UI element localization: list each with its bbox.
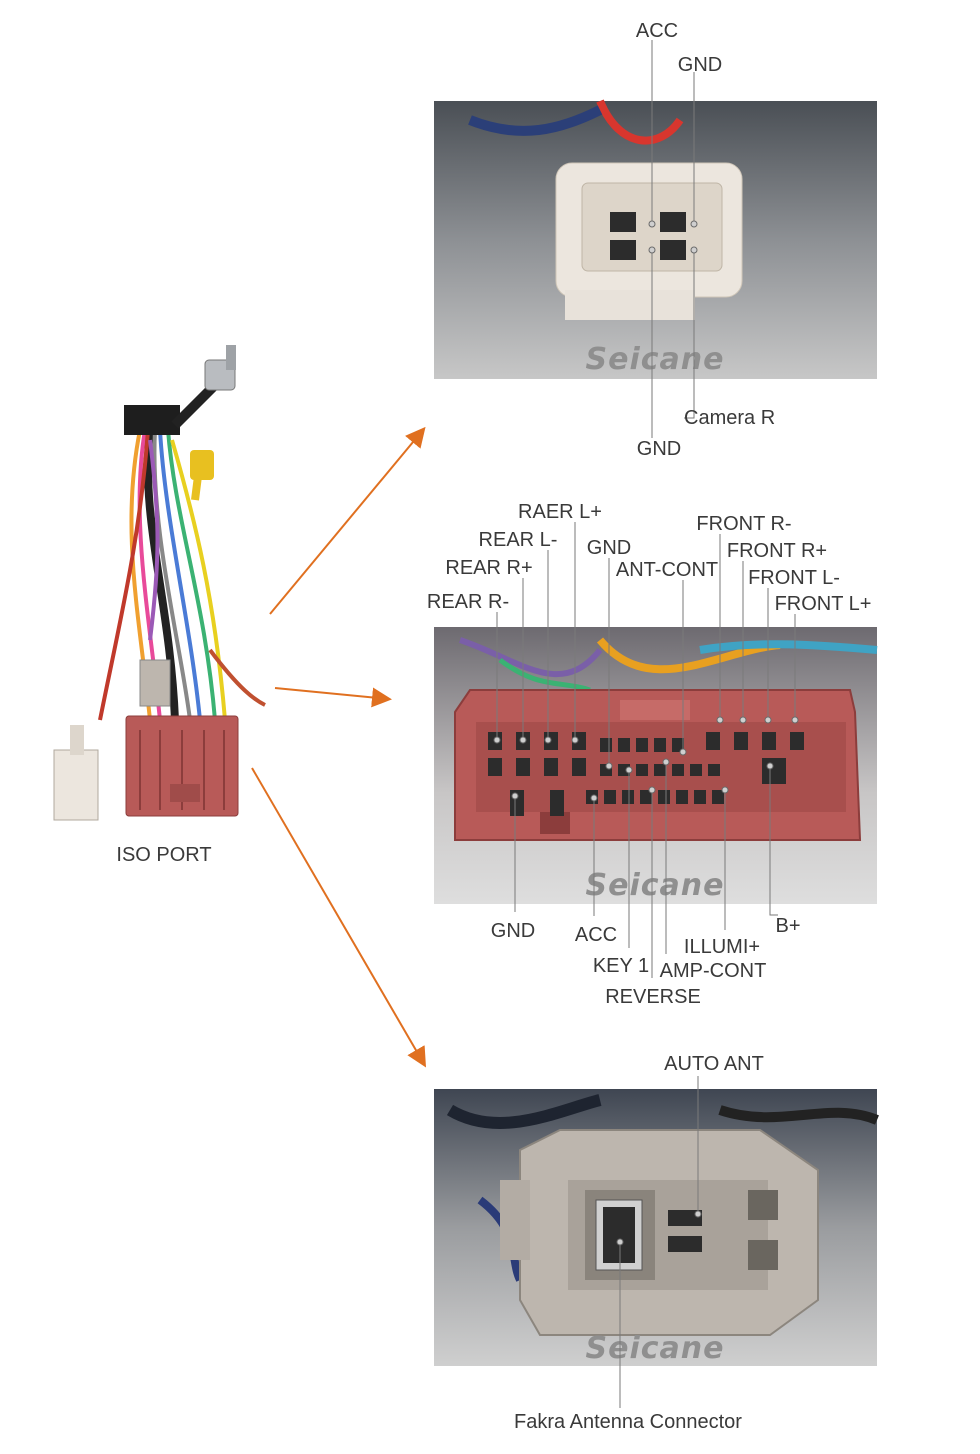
label-gnd-top: GND [678,54,722,76]
watermark-middle: Seicane [586,868,725,903]
label-amp-cont: AMP-CONT [660,960,767,982]
antenna-connector-leaders [616,1076,702,1408]
iso-connector-bottom-leaders [511,758,778,978]
label-front-r-plus: FRONT R+ [727,540,827,562]
iso-connector-top-leaders [493,522,799,770]
label-ant-cont: ANT-CONT [616,559,718,581]
label-acc-top: ACC [636,20,678,42]
label-gnd-mid: GND [587,537,631,559]
label-gnd-iso: GND [491,920,535,942]
label-fakra-antenna-connector: Fakra Antenna Connector [514,1411,742,1433]
camera-connector-leaders [648,40,698,438]
label-front-r-minus: FRONT R- [696,513,791,535]
wire-harness-illustration [53,345,266,821]
label-acc-iso: ACC [575,924,617,946]
iso-connector-photo: Seicane [434,627,878,904]
watermark-bottom: Seicane [586,1331,725,1366]
label-b-plus: B+ [775,915,800,937]
label-rear-r-minus: REAR R- [427,591,509,613]
label-camera-r: Camera R [684,407,775,429]
arrow-to-middle-connector [274,687,392,708]
label-gnd-bottom: GND [637,438,681,460]
label-illumi-plus: ILLUMI+ [684,936,760,958]
label-key-1: KEY 1 [593,955,649,977]
label-raer-l-plus: RAER L+ [518,501,602,523]
label-front-l-minus: FRONT L- [748,567,840,589]
label-front-l-plus: FRONT L+ [775,593,872,615]
label-rear-r-plus: REAR R+ [445,557,532,579]
label-auto-ant: AUTO ANT [664,1053,764,1075]
arrow-to-bottom-connector [251,767,427,1068]
camera-connector-photo: Seicane [434,99,877,379]
antenna-connector-photo: Seicane [434,1089,879,1366]
watermark-top: Seicane [586,342,725,377]
label-rear-l-minus: REAR L- [479,529,558,551]
iso-port-label: ISO PORT [116,844,211,866]
arrow-to-top-connector [269,426,426,615]
arrows [251,426,427,1068]
label-reverse: REVERSE [605,986,701,1008]
